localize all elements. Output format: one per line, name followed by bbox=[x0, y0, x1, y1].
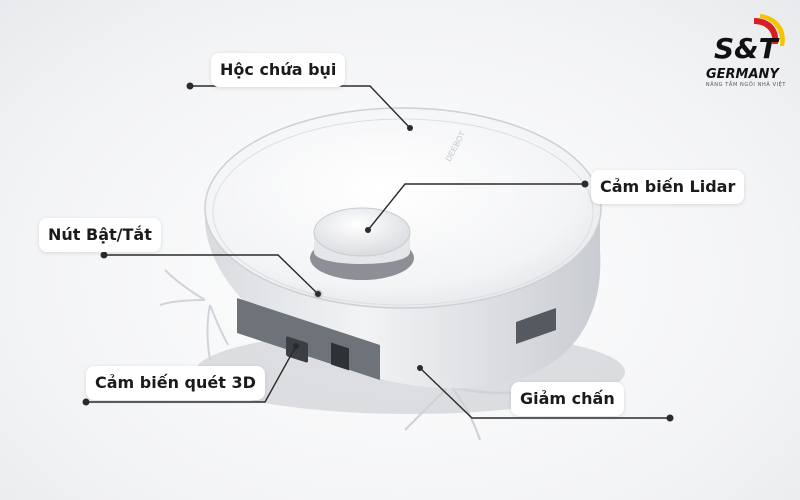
leader-power bbox=[104, 254, 319, 295]
logo-tagline: NÂNG TẦM NGÔI NHÀ VIỆT bbox=[705, 82, 787, 88]
label-lidar-sensor: Cảm biến Lidar bbox=[591, 170, 745, 204]
leader-bumper bbox=[419, 367, 670, 419]
logo-swoosh-red bbox=[754, 18, 779, 44]
lidar-cap bbox=[313, 207, 411, 257]
logo-swoosh-yellow bbox=[760, 14, 785, 46]
label-bumper: Giảm chấn bbox=[511, 382, 624, 416]
leader-3d-sensor bbox=[86, 345, 297, 403]
logo-mark: S&T bbox=[714, 32, 780, 65]
leader-lidar bbox=[367, 183, 585, 231]
label-dust-bin: Hộc chứa bụi bbox=[211, 53, 346, 87]
label-3d-scan-sensor: Cảm biến quét 3D bbox=[86, 366, 265, 400]
side-brush-left bbox=[159, 269, 229, 361]
lid-seam bbox=[212, 118, 594, 306]
leader-dots bbox=[82, 82, 674, 422]
brand-logo: S&T GERMANY bbox=[706, 14, 785, 82]
logo-name: GERMANY bbox=[706, 67, 780, 82]
side-window bbox=[516, 308, 556, 344]
robot-top-lid bbox=[204, 107, 602, 309]
sensor-slot-right bbox=[331, 342, 349, 371]
label-power-button: Nút Bật/Tắt bbox=[39, 218, 161, 252]
scan-sensor-3d bbox=[286, 336, 308, 363]
